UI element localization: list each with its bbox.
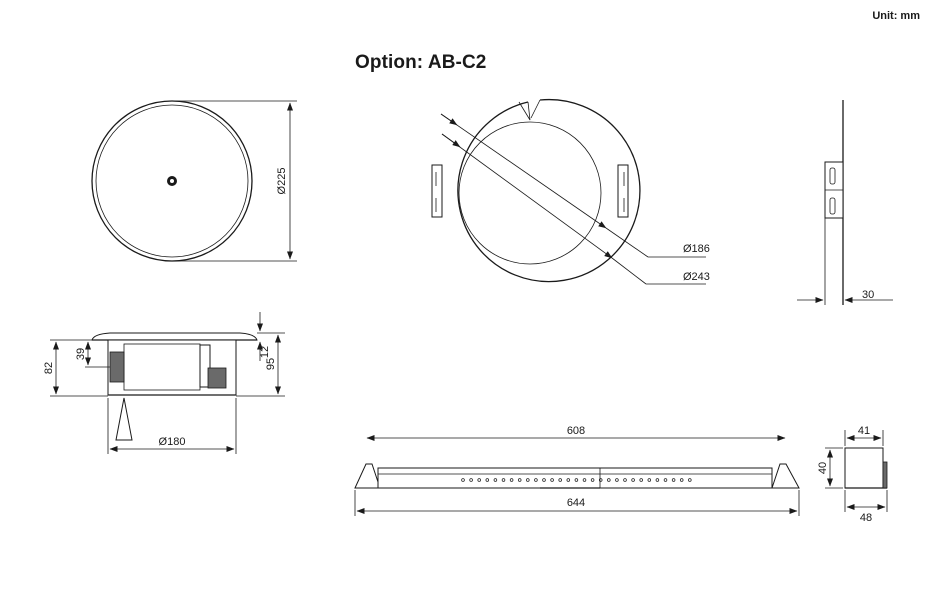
rail-hole [550, 478, 554, 482]
rail-hole [582, 478, 587, 482]
page-title: Option: AB-C2 [355, 52, 487, 73]
rail-hole [679, 478, 684, 482]
dim-end-48: 48 [860, 512, 872, 524]
rail-hole [631, 478, 635, 482]
speaker-side-view: 82 39 12 95 Ø180 [43, 312, 285, 454]
rail-hole [469, 478, 473, 482]
rail-hole [615, 478, 619, 482]
dim-side-39: 39 [75, 348, 87, 360]
rail-hole [501, 478, 506, 482]
dim-rail-608: 608 [567, 425, 585, 437]
dim-side-82: 82 [43, 362, 55, 374]
bracket-ring-view: Ø186 Ø243 [431, 98, 710, 285]
rail-end-view: 41 40 48 [817, 425, 888, 524]
rail-hole [566, 478, 571, 482]
rail-hole [688, 478, 692, 482]
dim-side-95: 95 [265, 358, 277, 370]
rail-hole [647, 478, 652, 482]
speaker-front-view: Ø225 [91, 100, 297, 262]
rail-hole [655, 478, 660, 482]
rail-hole [461, 478, 465, 482]
rail-hole [639, 478, 643, 482]
rail-view: 608 644 [354, 425, 800, 516]
rail-hole [517, 478, 522, 482]
unit-label: Unit: mm [872, 10, 920, 22]
rail-hole [485, 478, 490, 482]
rail-hole [671, 478, 676, 482]
rail-hole [558, 478, 562, 482]
rail-hole [607, 478, 611, 482]
rail-hole [574, 478, 579, 482]
rail-hole [542, 478, 546, 482]
rail-hole [493, 478, 498, 482]
dim-side-180: Ø180 [159, 436, 186, 448]
dim-rail-644: 644 [567, 497, 585, 509]
bracket-side-view: 30 [797, 100, 893, 305]
dim-side-depth: 30 [862, 289, 874, 301]
rail-holes [461, 478, 692, 482]
rail-hole [526, 478, 530, 482]
rail-hole [623, 478, 627, 482]
dim-side-12: 12 [259, 346, 271, 358]
rail-hole [477, 478, 481, 482]
rail-hole [590, 478, 595, 482]
rail-hole [534, 478, 538, 482]
rail-hole [509, 478, 514, 482]
dim-end-40: 40 [817, 462, 829, 474]
rail-hole [598, 478, 603, 482]
rail-hole [663, 478, 668, 482]
dim-end-41: 41 [858, 425, 870, 437]
dim-ring-inner: Ø186 [683, 243, 710, 255]
dim-ring-outer: Ø243 [683, 271, 710, 283]
dim-front-diameter: Ø225 [276, 168, 288, 195]
